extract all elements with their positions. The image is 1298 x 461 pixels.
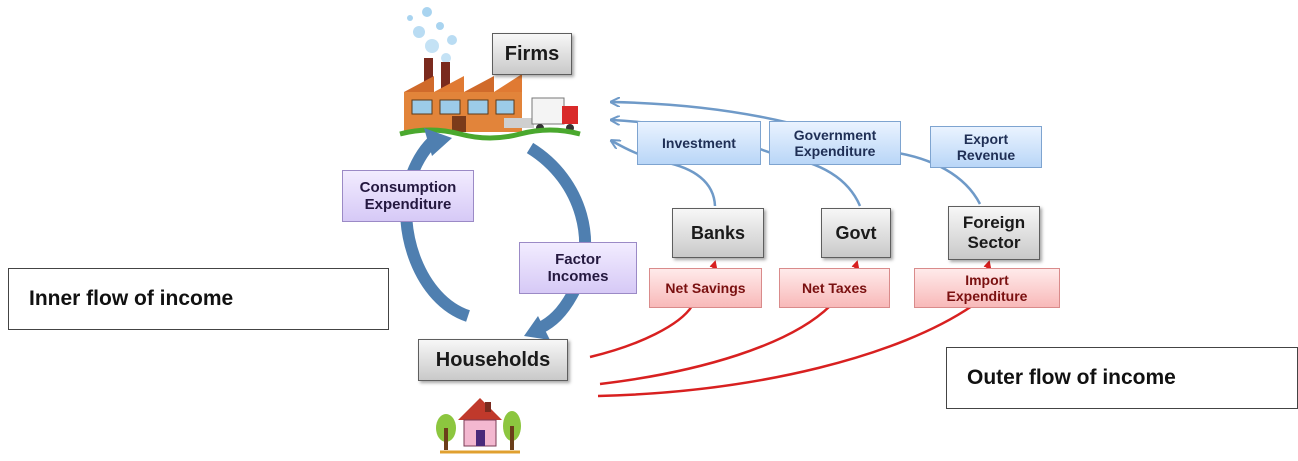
consumption-arrow bbox=[400, 137, 471, 322]
export-revenue-box: Export Revenue bbox=[930, 126, 1042, 168]
consumption-arrowhead bbox=[424, 128, 452, 156]
govt-box: Govt bbox=[821, 208, 891, 258]
inner-flow-arrows bbox=[400, 128, 592, 340]
net-taxes-box: Net Taxes bbox=[779, 268, 890, 308]
savings-line bbox=[589, 305, 694, 359]
consumption-expenditure-box: Consumption Expenditure bbox=[342, 170, 474, 222]
investment-box: Investment bbox=[637, 121, 761, 165]
savings-stub bbox=[709, 260, 718, 270]
households-box: Households bbox=[418, 339, 568, 381]
net-savings-box: Net Savings bbox=[649, 268, 762, 308]
taxes-line bbox=[599, 305, 831, 386]
banks-box: Banks bbox=[672, 208, 764, 258]
foreign-sector-box: Foreign Sector bbox=[948, 206, 1040, 260]
imports-line bbox=[597, 304, 973, 398]
factor-arrow bbox=[526, 142, 592, 334]
import-expenditure-box: Import Expenditure bbox=[914, 268, 1060, 308]
imports-stub bbox=[983, 260, 992, 270]
houses-icon bbox=[436, 398, 521, 454]
taxes-stub bbox=[851, 260, 860, 270]
factor-incomes-box: Factor Incomes bbox=[519, 242, 637, 294]
government-expenditure-box: Government Expenditure bbox=[769, 121, 901, 165]
factory-icon bbox=[399, 7, 581, 141]
leakage-lines bbox=[589, 260, 992, 398]
factor-arrowhead bbox=[524, 316, 550, 340]
outer-flow-note: Outer flow of income bbox=[946, 347, 1298, 409]
firms-box: Firms bbox=[492, 33, 572, 75]
inner-flow-note: Inner flow of income bbox=[8, 268, 389, 330]
